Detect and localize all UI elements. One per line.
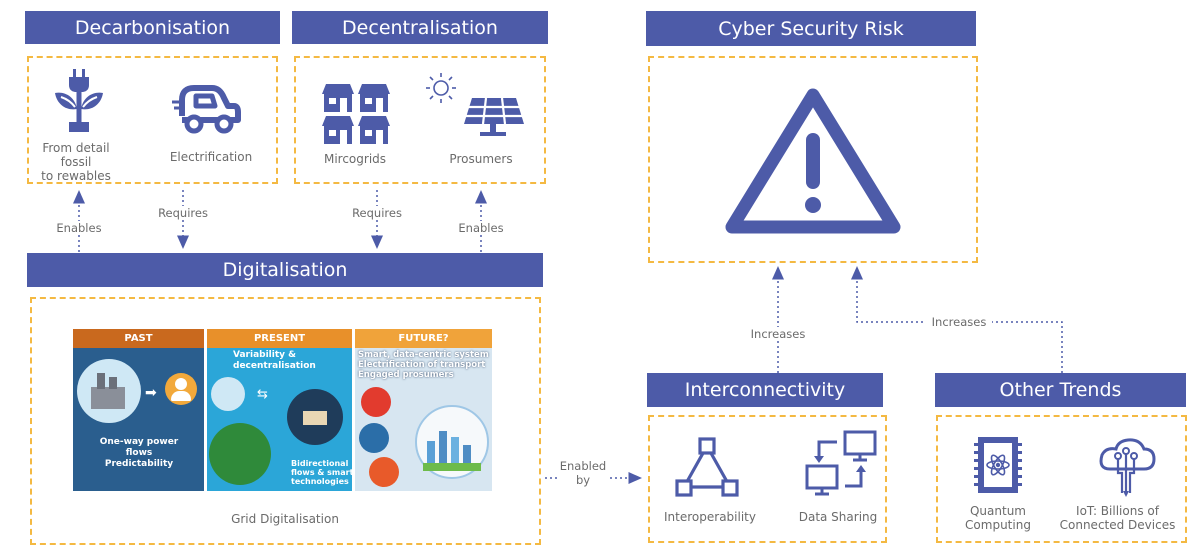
future-title: FUTURE? <box>355 329 492 348</box>
decentralisation-box <box>294 56 546 184</box>
consumer-illustration <box>165 373 197 405</box>
grid-present-panel: PRESENT Variability & decentralisation ⇆… <box>207 329 352 491</box>
present-title: PRESENT <box>207 329 352 348</box>
past-title: PAST <box>73 329 204 348</box>
present-bottom-text: Bidirectional flows & smart technologies <box>291 459 352 486</box>
interoperability-label: Interoperability <box>664 510 756 524</box>
digitalisation-header: Digitalisation <box>27 253 543 287</box>
microgrids-label: Mircogrids <box>323 152 387 166</box>
increases-left-label: Increases <box>742 327 814 341</box>
warning-triangle-icon <box>725 88 901 234</box>
interconnectivity-header: Interconnectivity <box>647 373 883 407</box>
fossil-label: From detail fossil to rewables <box>41 141 111 183</box>
iot-label: IoT: Billions of Connected Devices <box>1059 504 1176 532</box>
grid-digitalisation-caption: Grid Digitalisation <box>231 512 339 526</box>
prosumers-label: Prosumers <box>449 152 513 166</box>
present-top-text: Variability & decentralisation <box>233 350 316 371</box>
data-sharing-label: Data Sharing <box>798 510 878 524</box>
cyber-security-header: Cyber Security Risk <box>646 11 976 46</box>
decentralisation-header: Decentralisation <box>292 11 548 44</box>
past-arrow: ➡ <box>145 385 157 401</box>
interconnectivity-box <box>648 415 887 543</box>
requires-right-label: Requires <box>348 206 406 220</box>
plant-plug-icon <box>55 69 103 132</box>
future-ev-illustration <box>361 387 391 417</box>
grid-future-panel: FUTURE? Smart, data-centric system Elect… <box>355 329 492 491</box>
iot-cloud-icon <box>1099 438 1156 497</box>
future-meter-illustration <box>359 423 389 453</box>
electrification-label: Electrification <box>169 150 253 164</box>
quantum-chip-icon <box>974 437 1022 493</box>
increases-right-arrow <box>851 266 1063 373</box>
requires-left-label: Requires <box>155 206 211 220</box>
digitalisation-box <box>30 297 541 545</box>
present-solar-illustration <box>209 423 271 485</box>
present-plant-illustration <box>211 377 245 411</box>
grid-past-panel: PAST ➡ One-way power flows Predictabilit… <box>73 329 204 491</box>
future-city-illustration <box>415 405 489 479</box>
quantum-label: Quantum Computing <box>965 504 1031 532</box>
present-house-illustration <box>287 389 343 445</box>
microgrid-houses-icon <box>322 84 390 144</box>
enabled-by-label: Enabled by <box>557 459 609 487</box>
data-sharing-icon <box>805 430 877 496</box>
decarbonisation-header: Decarbonisation <box>25 11 280 44</box>
solar-panel-sun-icon <box>426 73 524 136</box>
decarbonisation-box <box>27 56 278 184</box>
increases-right-label: Increases <box>926 315 992 329</box>
cyber-security-box <box>648 56 978 263</box>
power-plant-illustration <box>77 359 141 423</box>
present-arrow: ⇆ <box>257 387 268 402</box>
past-text: One-way power flows Predictability <box>99 437 179 469</box>
enables-left-label: Enables <box>54 221 104 235</box>
other-trends-header: Other Trends <box>935 373 1186 407</box>
interoperability-triangle-icon <box>675 437 739 497</box>
enables-right-label: Enables <box>454 221 508 235</box>
electric-car-icon <box>172 85 241 134</box>
future-battery-illustration <box>369 457 399 487</box>
future-text: Smart, data-centric system Electrificati… <box>358 350 489 380</box>
other-trends-box <box>936 415 1187 543</box>
